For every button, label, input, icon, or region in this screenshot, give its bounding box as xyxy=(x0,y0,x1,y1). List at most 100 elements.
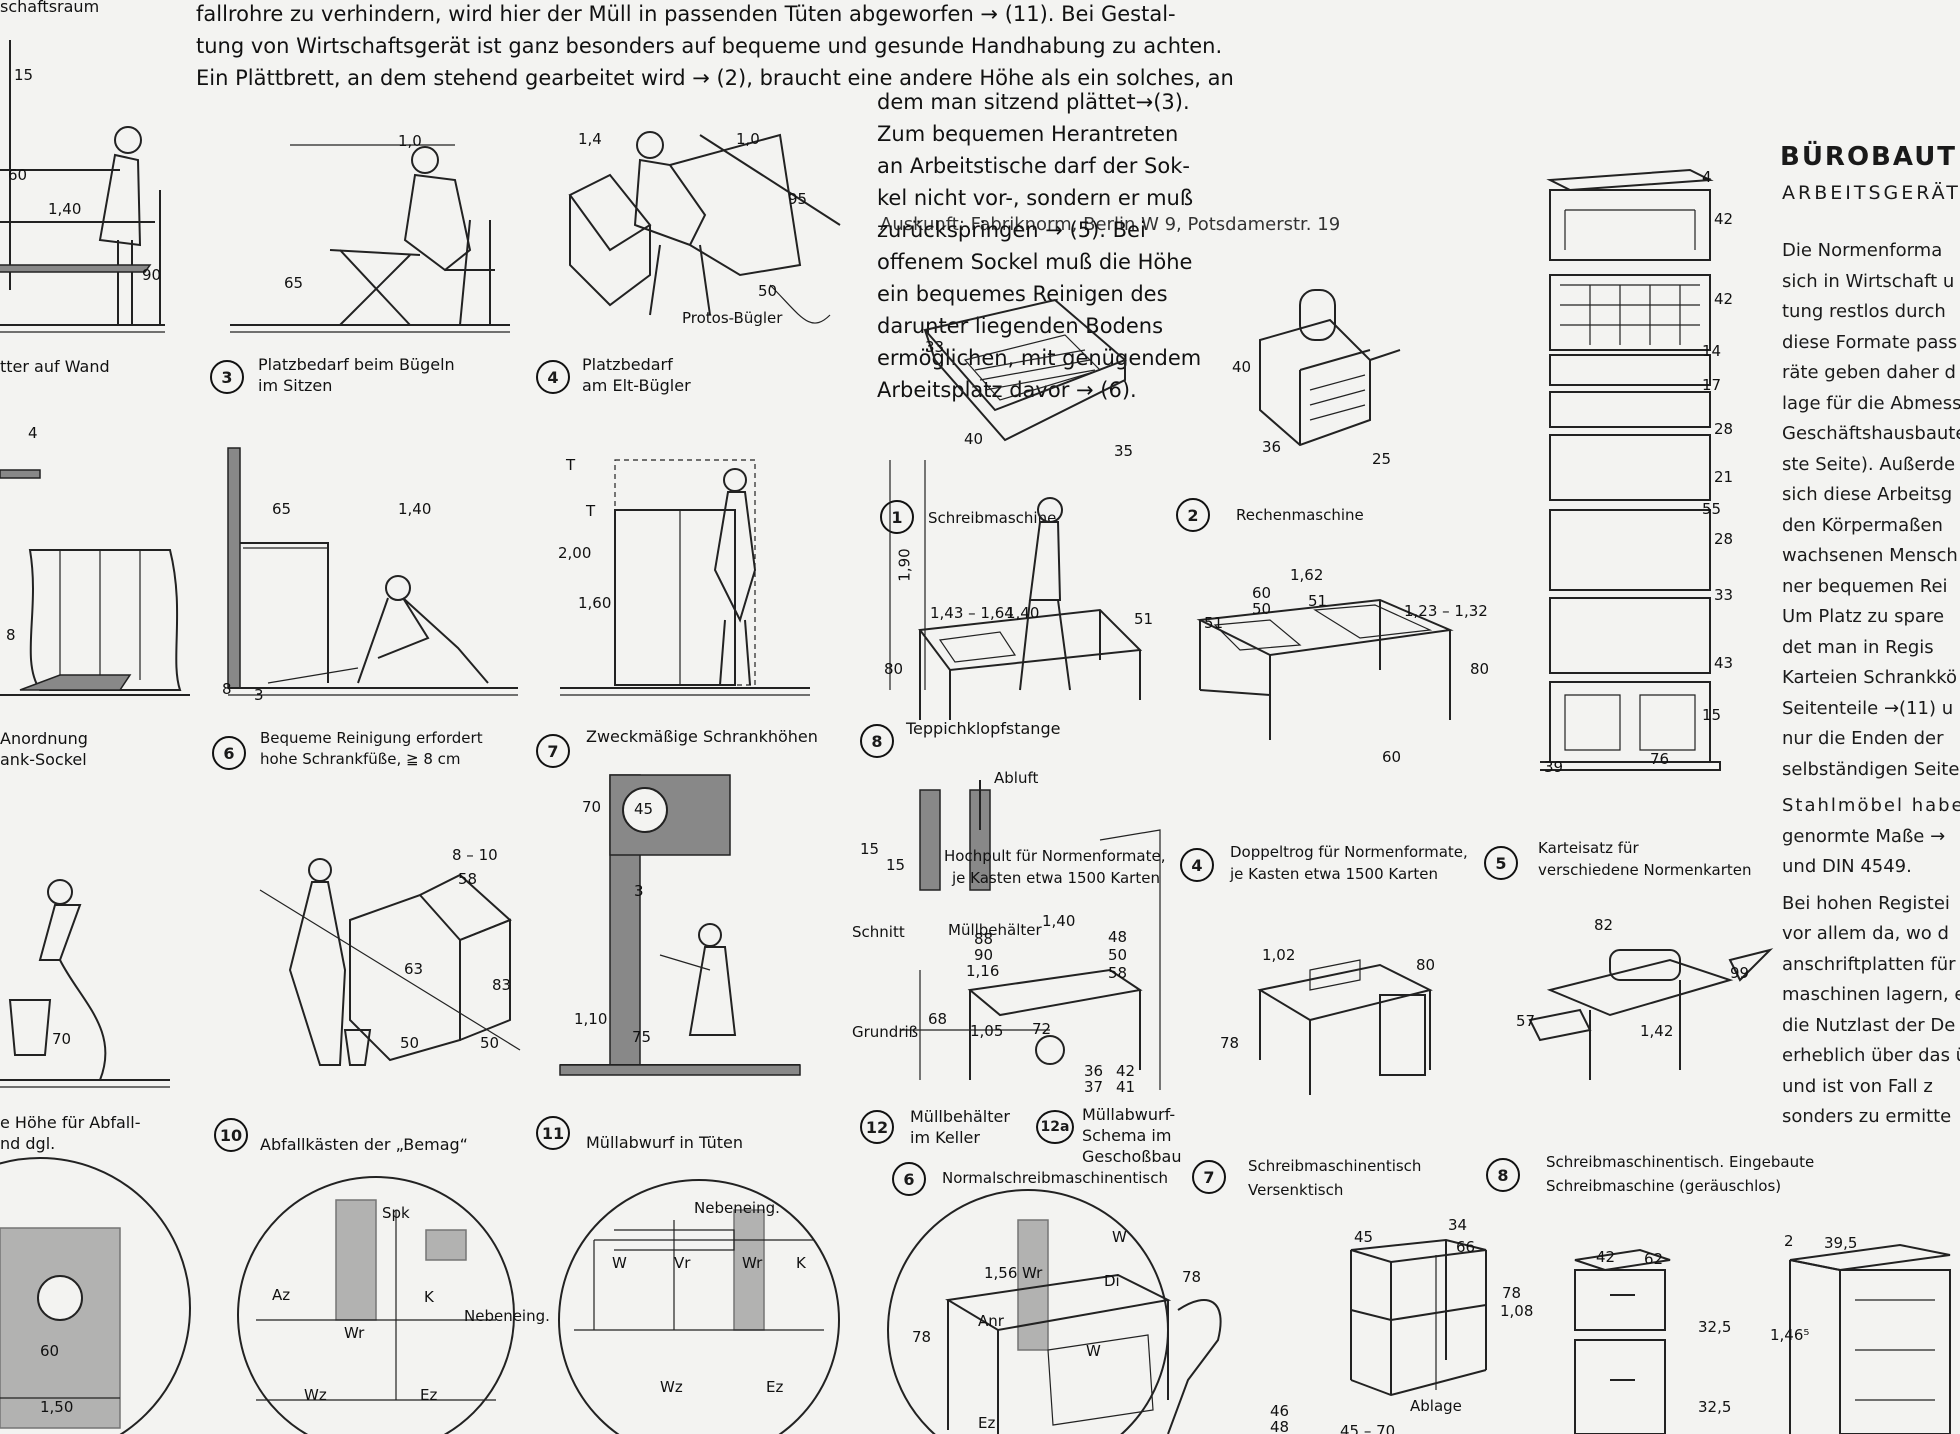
dim: 1,42 xyxy=(1640,1022,1674,1040)
body-text-line-1: fallrohre zu verhindern, wird hier der M… xyxy=(196,2,1176,26)
dim: 33 xyxy=(1714,586,1734,604)
figure-elt-buegler xyxy=(568,131,841,324)
plan-label-ez: Ez xyxy=(420,1386,438,1404)
plan-label-wr: Wr xyxy=(344,1324,365,1342)
figure-number-12: 12 xyxy=(860,1110,894,1144)
dim: 25 xyxy=(1372,450,1392,468)
caption-7: Zweckmäßige Schrankhöhen xyxy=(586,727,818,746)
plan-label-w3: W xyxy=(1112,1228,1127,1246)
dim: 51 xyxy=(1308,592,1328,610)
caption-r7b: Versenktisch xyxy=(1248,1181,1344,1199)
plan-label-vr: Vr xyxy=(674,1254,691,1272)
right-column-text: Die Normenforma sich in Wirtschaft u tun… xyxy=(1782,236,1960,1133)
dim: 1,40 xyxy=(398,500,432,518)
figure-number-r4: 4 xyxy=(1180,848,1214,882)
figure-adding-machine xyxy=(1259,289,1401,447)
dim: 3 xyxy=(254,686,264,704)
middle-line: an Arbeitstische darf der Sok- xyxy=(877,154,1190,178)
dim: 51 xyxy=(1134,610,1154,628)
caption-r2: Rechenmaschine xyxy=(1236,506,1364,524)
figure-number-3: 3 xyxy=(210,360,244,394)
plan-label-wr3: Wr xyxy=(1022,1264,1043,1282)
right-line: Karteien Schrankkö xyxy=(1782,667,1958,688)
dim: 28 xyxy=(1714,420,1734,438)
dim: 48 xyxy=(1270,1418,1290,1434)
right-line: anschriftplatten für xyxy=(1782,953,1956,975)
dim: 39,5 xyxy=(1824,1234,1858,1252)
dim: 4 xyxy=(1702,168,1712,186)
dim: 60 xyxy=(40,1342,60,1360)
figure-number-4: 4 xyxy=(536,360,570,394)
dim: 50 xyxy=(1252,600,1272,618)
dim: 50 xyxy=(400,1034,420,1052)
dim: 80 xyxy=(1470,660,1490,678)
caption-wand: tter auf Wand xyxy=(0,357,110,376)
dim: 58 xyxy=(458,870,478,888)
dim: 83 xyxy=(492,976,512,994)
dim: 60 xyxy=(1252,584,1272,602)
dim: 1,40 xyxy=(48,200,82,218)
caption-3b: im Sitzen xyxy=(258,376,333,395)
figure-number-r2: 2 xyxy=(1176,498,1210,532)
figure-number-6: 6 xyxy=(212,736,246,770)
caption-r1: Schreibmaschine xyxy=(928,509,1057,527)
figure-ablage xyxy=(1350,1238,1487,1397)
dim: 45 – 70 xyxy=(1340,1422,1396,1434)
caption-r8b: Schreibmaschine (geräuschlos) xyxy=(1546,1177,1782,1195)
plan-label-nebeneing-2: Nebeneing. xyxy=(694,1199,780,1217)
right-line: den Körpermaßen xyxy=(1782,514,1943,536)
dim: 14 xyxy=(1702,342,1722,360)
caption-12: Müllbehälter xyxy=(910,1107,1010,1126)
dim: 1,40 xyxy=(1006,604,1040,622)
middle-paragraph: dem man sitzend plättet→(3). Zum bequeme… xyxy=(877,86,1201,406)
dim: 15 xyxy=(14,66,34,84)
dim: 1,02 xyxy=(1262,946,1296,964)
dim: 15 xyxy=(1702,706,1722,724)
dim: 70 xyxy=(52,1030,72,1048)
caption-r6: Normalschreibmaschinentisch xyxy=(942,1169,1168,1187)
dim: 1,56 xyxy=(984,1264,1018,1282)
caption-r8: Schreibmaschinentisch. Eingebaute xyxy=(1546,1153,1815,1171)
figure-muellabwurf xyxy=(559,774,801,1076)
right-line: und DIN 4549. xyxy=(1782,856,1912,877)
caption-12a: Müllabwurf- xyxy=(1082,1105,1176,1124)
dim: 82 xyxy=(1594,916,1614,934)
dim: 8 – 10 xyxy=(452,846,498,864)
dim: 1,08 xyxy=(1500,1302,1534,1320)
dim-t: T xyxy=(566,456,576,474)
dim: 41 xyxy=(1116,1078,1136,1096)
right-line: Die Normenforma xyxy=(1782,240,1943,261)
dim: 45 xyxy=(1354,1228,1374,1246)
right-line: Bei hohen Registei xyxy=(1782,892,1950,914)
right-line: sich diese Arbeitsg xyxy=(1782,484,1953,505)
dim: 4 xyxy=(28,424,38,442)
right-line: maschinen lagern, e xyxy=(1782,984,1960,1005)
dim: 45 xyxy=(634,800,654,818)
figure-steel-cabinet xyxy=(1789,1243,1951,1434)
dim: 36 xyxy=(1084,1062,1104,1080)
dim: 55 xyxy=(1702,500,1722,518)
figure-trash-height xyxy=(0,879,170,1088)
figure-double-trough xyxy=(1196,598,1454,740)
dim: 42 xyxy=(1714,290,1734,308)
figure-number-12a: 12a xyxy=(1036,1110,1074,1144)
right-line: sonders zu ermitte xyxy=(1782,1106,1952,1127)
dim: 1,40 xyxy=(1042,912,1076,930)
plan-label-di: Di xyxy=(1104,1272,1120,1290)
caption-abfall: e Höhe für Abfall- xyxy=(0,1113,141,1132)
dim: 1,46⁵ xyxy=(1770,1326,1810,1344)
caption-12b: im Keller xyxy=(910,1128,980,1147)
right-line: lage für die Abmess xyxy=(1782,392,1960,414)
plan-circle-4-desk xyxy=(887,1189,1222,1434)
figure-number-r8: 8 xyxy=(1486,1158,1520,1192)
dim: 70 xyxy=(582,798,602,816)
plan-label-az: Az xyxy=(272,1286,291,1304)
plan-label-anr: Anr xyxy=(978,1312,1004,1330)
dim: 88 xyxy=(974,930,994,948)
right-line: sich in Wirtschaft u xyxy=(1782,270,1955,292)
right-line: wachsenen Mensch xyxy=(1782,545,1958,566)
dim: 3 xyxy=(634,882,644,900)
right-line: selbständigen Seite xyxy=(1782,758,1960,780)
figure-card-cabinet xyxy=(1540,168,1721,771)
right-line: räte geben daher d xyxy=(1782,362,1956,383)
